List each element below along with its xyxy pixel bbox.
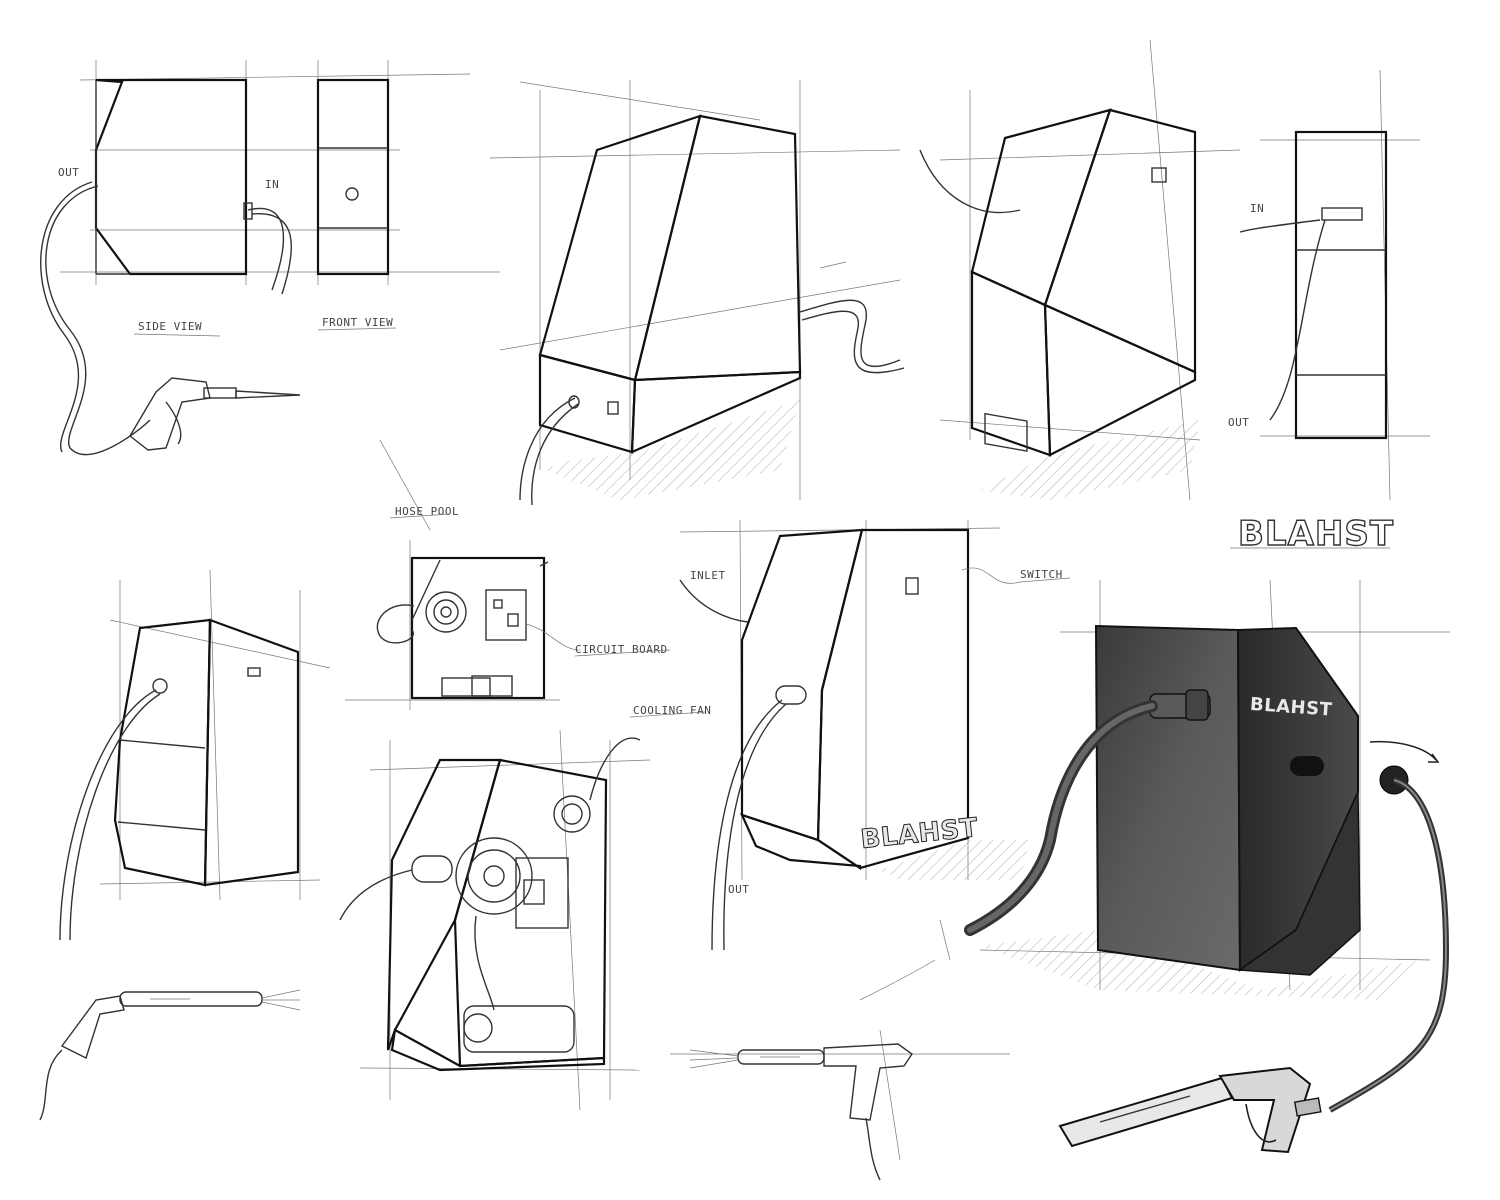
spray-gun-sketch-2 — [39, 989, 301, 1121]
rendered-spray-gun — [1058, 1066, 1322, 1154]
switch-icon — [905, 577, 919, 595]
spray-gun-sketch-1 — [129, 377, 301, 451]
sketch-perspective-unit-3 — [39, 569, 331, 1121]
sketch-perspective-unit-4: BLAHST INLET SWITCH OUT — [679, 519, 1071, 951]
label-out-right: OUT — [1228, 416, 1249, 429]
front-view-port-icon — [345, 187, 359, 201]
sketch-perspective-unit-1 — [489, 80, 905, 506]
label-front-view: FRONT VIEW — [322, 316, 393, 329]
sketch-orthographic-views: OUT IN SIDE VIEW FRONT VIEW — [40, 60, 500, 456]
rendered-unit: BLAHST — [859, 579, 1450, 1154]
sketch-cutaway-unit: COOLING FAN — [339, 704, 711, 1111]
label-in-right: IN — [1250, 202, 1264, 215]
sketch-front-elevation: IN OUT — [1228, 69, 1430, 501]
cooling-fan-icon — [553, 795, 591, 833]
circuit-board-icon — [485, 589, 527, 641]
label-out-center: OUT — [728, 883, 749, 896]
rendered-unit-front — [1094, 624, 1242, 972]
side-view-outline — [94, 78, 248, 276]
sketch-internal-layout: HOSE POOL CIRCUIT BOARD — [345, 439, 671, 710]
label-hose-pool: HOSE POOL — [395, 505, 459, 518]
label-side-view: SIDE VIEW — [138, 320, 202, 333]
label-switch: SWITCH — [1020, 568, 1063, 581]
brand-title-group: BLAHST — [1230, 513, 1394, 555]
label-inlet: INLET — [690, 569, 726, 582]
front-view-outline — [316, 78, 390, 276]
label-out: OUT — [58, 166, 79, 179]
hose-pool-reel-icon — [425, 591, 467, 633]
label-in: IN — [265, 178, 279, 191]
label-cooling-fan: COOLING FAN — [633, 704, 711, 717]
spray-gun-sketch-3 — [670, 1029, 1010, 1181]
label-circuit-board: CIRCUIT BOARD — [575, 643, 668, 656]
sketch-perspective-unit-2 — [919, 39, 1241, 501]
